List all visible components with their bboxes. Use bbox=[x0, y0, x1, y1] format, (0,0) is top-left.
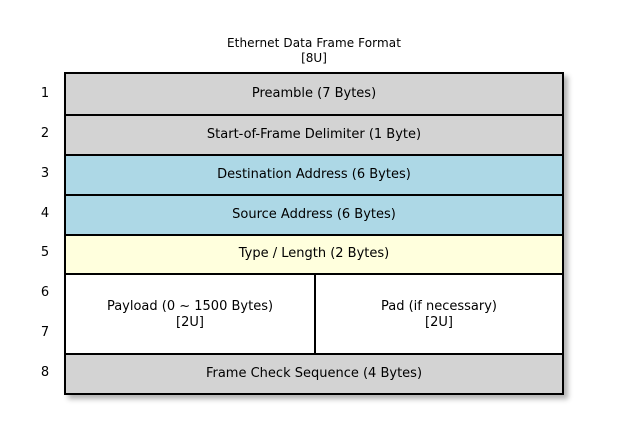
frame-field-annotation-pad: [2U] bbox=[425, 315, 453, 331]
frame-field-label-type-length: Type / Length (2 Bytes) bbox=[238, 246, 390, 262]
row-number-6: 6 bbox=[40, 285, 50, 301]
frame-row-destination-address: Destination Address (6 Bytes) bbox=[66, 153, 562, 194]
row-number-2: 2 bbox=[40, 125, 50, 141]
frame-row-sfd: Start-of-Frame Delimiter (1 Byte) bbox=[66, 113, 562, 154]
frame-field-label-payload: Payload (0 ~ 1500 Bytes)[2U] bbox=[107, 299, 273, 331]
row-number-5: 5 bbox=[40, 245, 50, 261]
frame-field-label-destination-address: Destination Address (6 Bytes) bbox=[217, 166, 411, 182]
frame-row-fcs: Frame Check Sequence (4 Bytes) bbox=[66, 353, 562, 393]
frame-field-label-payload-text: Payload (0 ~ 1500 Bytes) bbox=[106, 299, 274, 315]
frame-row-type-length: Type / Length (2 Bytes) bbox=[66, 233, 562, 274]
frame-field-annotation-payload: [2U] bbox=[176, 315, 204, 331]
row-number-column: 1 2 3 4 5 6 7 8 bbox=[30, 72, 60, 395]
diagram-title-main: Ethernet Data Frame Format bbox=[226, 36, 402, 50]
frame-field-label-sfd: Start-of-Frame Delimiter (1 Byte) bbox=[206, 126, 422, 142]
frame-field-label-preamble: Preamble (7 Bytes) bbox=[251, 85, 377, 101]
frame-row-payload-pad: Payload (0 ~ 1500 Bytes)[2U] Pad (if nec… bbox=[66, 273, 562, 356]
frame-table: Preamble (7 Bytes) Start-of-Frame Delimi… bbox=[64, 72, 564, 395]
row-number-4: 4 bbox=[40, 205, 50, 221]
frame-field-label-source-address: Source Address (6 Bytes) bbox=[232, 206, 396, 222]
frame-field-label-pad: Pad (if necessary)[2U] bbox=[381, 299, 497, 331]
frame-field-label-pad-text: Pad (if necessary) bbox=[380, 299, 497, 315]
frame-row-preamble: Preamble (7 Bytes) bbox=[66, 74, 562, 114]
frame-field-label-fcs: Frame Check Sequence (4 Bytes) bbox=[205, 366, 423, 382]
frame-cell-pad: Pad (if necessary)[2U] bbox=[314, 275, 562, 356]
frame-row-source-address: Source Address (6 Bytes) bbox=[66, 193, 562, 234]
row-number-8: 8 bbox=[40, 365, 50, 381]
row-number-1: 1 bbox=[40, 85, 50, 101]
frame-cell-payload: Payload (0 ~ 1500 Bytes)[2U] bbox=[66, 275, 314, 355]
diagram-title-subtitle: [8U] bbox=[301, 51, 327, 65]
row-number-7: 7 bbox=[40, 325, 50, 341]
row-number-3: 3 bbox=[40, 165, 50, 181]
diagram-title: Ethernet Data Frame Format [8U] bbox=[0, 36, 628, 66]
